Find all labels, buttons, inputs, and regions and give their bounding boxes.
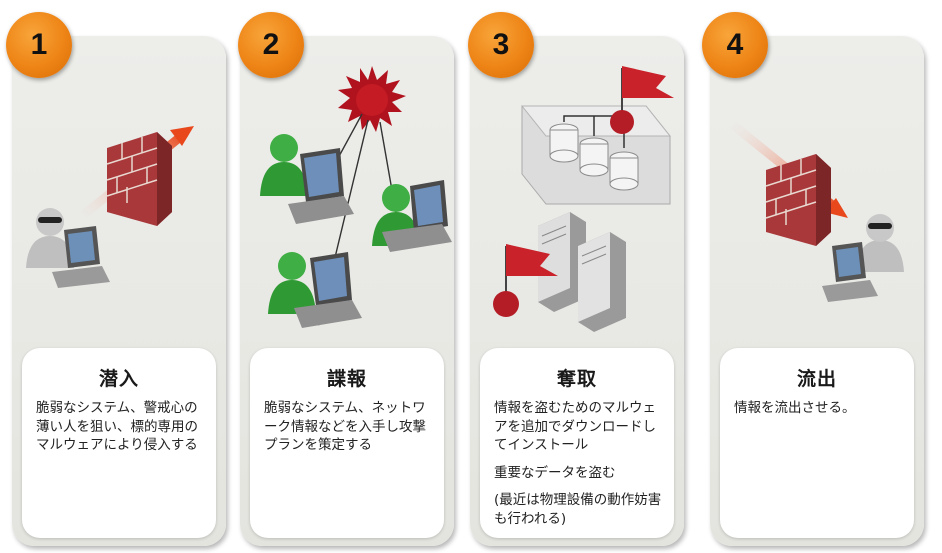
storage-array-icon <box>520 105 672 205</box>
step-1-title: 潜入 <box>98 368 139 390</box>
step-3-card: 奪取 情報を盗むためのマルウェアを追加でダウンロードしてインストール 重要なデー… <box>480 348 674 538</box>
step-4-card: 流出 情報を流出させる。 <box>720 348 914 538</box>
malware-flag-icon <box>493 244 558 317</box>
laptop-icon <box>822 242 878 302</box>
user-computer-icon <box>268 252 362 328</box>
firewall-icon <box>765 154 831 246</box>
step-1-panel: 潜入 脆弱なシステム、警戒心の薄い人を狙い、標的専用のマルウェアにより侵入する <box>12 36 226 546</box>
step-3-title: 奪取 <box>556 368 597 390</box>
step-3-description: 情報を盗むためのマルウェアを追加でダウンロードしてインストール 重要なデータを盗… <box>480 391 674 528</box>
step-1-text: 脆弱なシステム、警戒心の薄い人を狙い、標的専用のマルウェアにより侵入する <box>36 400 198 453</box>
step-4-illustration <box>727 119 904 302</box>
firewall-icon <box>106 132 172 226</box>
step-3-text-2: 重要なデータを盗む <box>494 464 616 481</box>
server-icon <box>538 212 626 332</box>
hacker-icon <box>856 214 904 272</box>
step-4-badge: 4 <box>702 12 768 78</box>
step-3-illustration <box>493 66 674 332</box>
step-3-text-1: 情報を盗むためのマルウェアを追加でダウンロードしてインストール <box>494 400 656 453</box>
step-2-description: 脆弱なシステム、ネットワーク情報などを入手し攻撃プランを策定する <box>250 391 444 455</box>
laptop-icon <box>52 226 110 288</box>
step-4-text: 情報を流出させる。 <box>734 400 856 416</box>
malware-flag-icon <box>610 66 674 134</box>
hacker-icon <box>26 208 74 268</box>
step-1-illustration <box>26 126 194 288</box>
step-4-description: 情報を流出させる。 <box>720 391 914 418</box>
step-4-panel: 流出 情報を流出させる。 <box>710 36 924 546</box>
step-2-badge: 2 <box>238 12 304 78</box>
threat-burst-icon <box>338 66 406 132</box>
step-2-text: 脆弱なシステム、ネットワーク情報などを入手し攻撃プランを策定する <box>264 400 426 453</box>
step-4-title: 流出 <box>796 368 837 390</box>
step-1-card: 潜入 脆弱なシステム、警戒心の薄い人を狙い、標的専用のマルウェアにより侵入する <box>22 348 216 538</box>
step-3-badge: 3 <box>468 12 534 78</box>
user-computer-icon <box>372 180 452 252</box>
step-3-text-3: (最近は物理設備の動作妨害も行われる) <box>494 492 662 527</box>
step-1-description: 脆弱なシステム、警戒心の薄い人を狙い、標的専用のマルウェアにより侵入する <box>22 391 216 455</box>
step-2-title: 諜報 <box>326 368 367 390</box>
step-2-illustration <box>260 66 452 328</box>
user-computer-icon <box>260 134 354 224</box>
step-1-badge: 1 <box>6 12 72 78</box>
step-2-card: 諜報 脆弱なシステム、ネットワーク情報などを入手し攻撃プランを策定する <box>250 348 444 538</box>
